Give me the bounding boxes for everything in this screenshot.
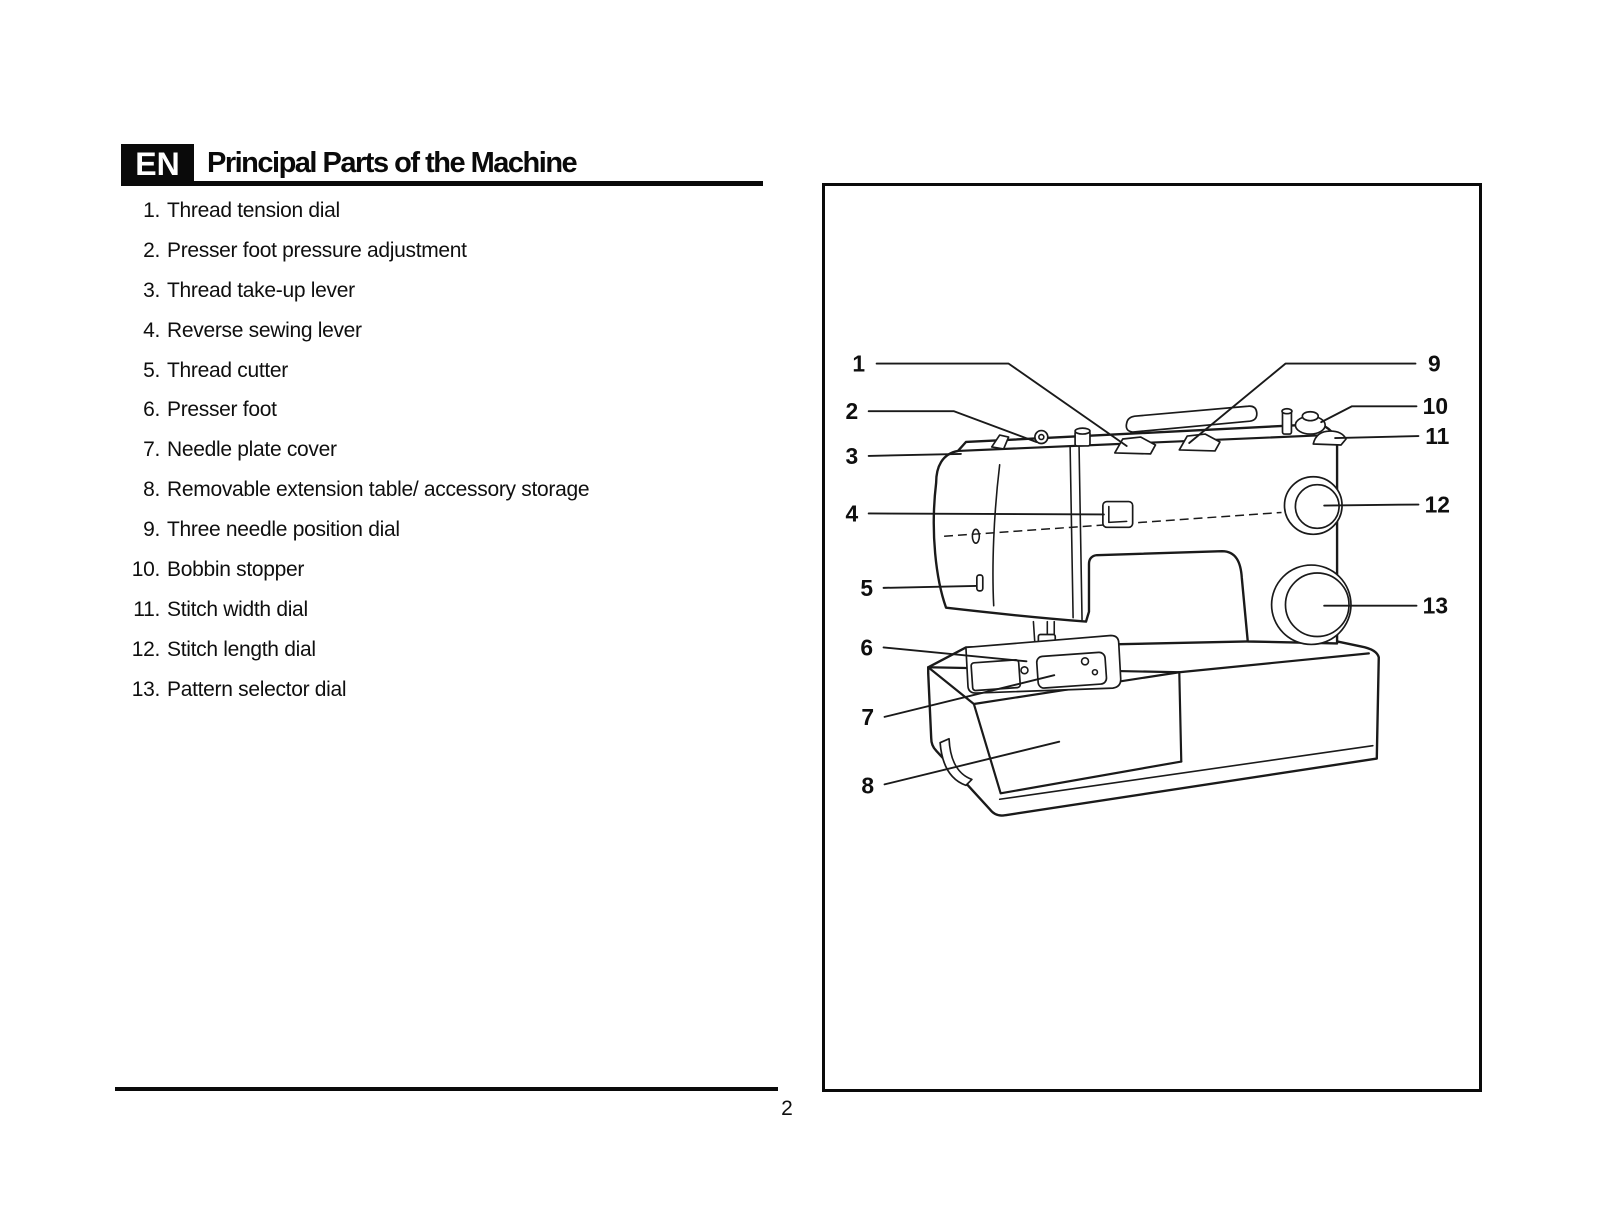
part-number: 13. xyxy=(131,677,161,701)
part-number: 6. xyxy=(143,398,160,422)
part-label: Stitch length dial xyxy=(167,637,316,661)
leader-8 xyxy=(883,740,1061,786)
leader-7 xyxy=(883,674,1056,718)
header-rule xyxy=(121,181,763,186)
part-number: 9. xyxy=(143,518,160,542)
part-label: Three needle position dial xyxy=(167,518,400,542)
callout-3: 3 xyxy=(845,443,858,469)
leader-12 xyxy=(1323,503,1420,507)
leader-11 xyxy=(1334,435,1420,439)
callout-4: 4 xyxy=(845,500,858,526)
base-foot-rim xyxy=(998,744,1374,801)
pattern-selector-dial xyxy=(1270,564,1352,646)
callout-7: 7 xyxy=(861,704,874,730)
part-number: 10. xyxy=(131,557,161,581)
leader-5 xyxy=(882,584,977,589)
callout-10: 10 xyxy=(1423,393,1448,419)
callout-8: 8 xyxy=(861,772,874,798)
part-number: 2. xyxy=(143,238,160,262)
part-label: Needle plate cover xyxy=(167,438,337,462)
part-label: Presser foot xyxy=(167,398,277,422)
part-label: Thread take-up lever xyxy=(167,278,355,302)
callout-5: 5 xyxy=(860,575,873,601)
faceplate-hole xyxy=(971,528,981,545)
page-number: 2 xyxy=(781,1097,793,1120)
part-number: 1. xyxy=(143,198,160,222)
spool-pin xyxy=(1281,407,1293,435)
leader-2 xyxy=(867,410,1038,443)
extension-table-right-edge xyxy=(1178,671,1183,763)
part-label: Presser foot pressure adjustment xyxy=(167,238,467,262)
parts-list-item: 6. Presser foot xyxy=(0,390,760,430)
part-number: 7. xyxy=(143,438,160,462)
callout-12: 12 xyxy=(1425,491,1450,517)
leader-10 xyxy=(1320,405,1418,424)
leader-6 xyxy=(882,646,1028,663)
faceplate-seam xyxy=(992,464,1001,607)
part-label: Thread tension dial xyxy=(167,198,340,222)
extension-table-bottom-edge xyxy=(972,702,1183,795)
parts-list-item: 10.Bobbin stopper xyxy=(0,550,760,590)
parts-list-item: 5. Thread cutter xyxy=(0,351,760,391)
plate-screw-hole xyxy=(1091,668,1099,676)
parts-list-item: 11. Stitch width dial xyxy=(0,590,760,630)
callout-11: 11 xyxy=(1425,423,1449,449)
parts-list-item: 9. Three needle position dial xyxy=(0,510,760,550)
leader-4 xyxy=(867,512,1105,516)
part-number: 11. xyxy=(133,597,160,621)
parts-list-item: 3. Thread take-up lever xyxy=(0,271,760,311)
part-label: Bobbin stopper xyxy=(167,557,305,581)
part-number: 12. xyxy=(131,637,161,661)
part-label: Pattern selector dial xyxy=(167,677,347,701)
part-label: Reverse sewing lever xyxy=(167,318,362,342)
stitch-length-dial xyxy=(1283,475,1343,536)
reverse-sewing-lever xyxy=(1102,500,1134,529)
callout-6: 6 xyxy=(860,634,873,660)
language-badge: EN xyxy=(121,144,194,184)
part-number: 5. xyxy=(143,358,160,382)
carry-handle xyxy=(1125,405,1258,433)
callout-1: 1 xyxy=(852,351,865,377)
parts-list-item: 1. Thread tension dial xyxy=(0,191,760,231)
footer-rule xyxy=(115,1087,778,1091)
head-seam-line xyxy=(1069,446,1074,619)
plate-screw-hole xyxy=(1080,657,1090,666)
page-title: Principal Parts of the Machine xyxy=(207,146,578,179)
bobbin-stopper-knob xyxy=(1294,410,1327,435)
presser-pressure-screw xyxy=(1034,429,1049,445)
parts-list-item: 7. Needle plate cover xyxy=(0,430,760,470)
leader-1 xyxy=(875,362,1128,447)
part-label: Thread cutter xyxy=(167,358,288,382)
part-number: 8. xyxy=(143,478,160,502)
parts-list-item: 13.Pattern selector dial xyxy=(0,670,760,710)
callout-9: 9 xyxy=(1428,351,1441,377)
parts-list-item: 4. Reverse sewing lever xyxy=(0,311,760,351)
parts-list-item: 12.Stitch length dial xyxy=(0,630,760,670)
parts-list: 1. Thread tension dial 2. Presser foot pre… xyxy=(0,191,760,710)
parts-list-item: 2. Presser foot pressure adjustment xyxy=(0,231,760,271)
thread-cutter-slot xyxy=(975,574,984,592)
part-label: Stitch width dial xyxy=(167,597,308,621)
needle-position-dial-tab xyxy=(1178,433,1221,452)
callout-2: 2 xyxy=(845,398,858,424)
parts-list-item: 8. Removable extension table/ accessory s… xyxy=(0,470,760,510)
thread-guide-cap xyxy=(1074,427,1091,447)
part-number: 3. xyxy=(143,278,160,302)
take-up-lever-tip xyxy=(990,434,1010,450)
plate-screw-hole xyxy=(1020,665,1029,675)
sewing-machine-diagram: 1 2 3 4 5 6 7 8 9 10 11 12 13 xyxy=(845,351,1450,817)
part-label: Removable extension table/ accessory sto… xyxy=(167,478,590,502)
part-number: 4. xyxy=(143,318,160,342)
extension-table-handle-recess xyxy=(939,737,973,787)
leader-9 xyxy=(1188,362,1417,444)
leader-3 xyxy=(867,452,962,457)
callout-13: 13 xyxy=(1423,593,1448,619)
diagram-frame: 1 2 3 4 5 6 7 8 9 10 11 12 13 xyxy=(822,183,1482,1092)
head-seam-line-2 xyxy=(1078,445,1083,621)
